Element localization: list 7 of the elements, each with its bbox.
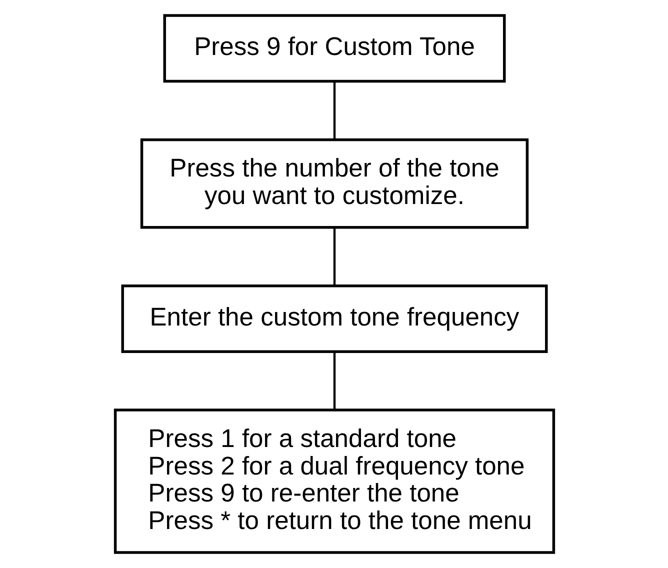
connector bbox=[332, 228, 336, 286]
node-box: Press 9 for Custom Tone bbox=[162, 14, 506, 83]
node-box: Press the number of the tone you want to customize. bbox=[140, 138, 528, 229]
connector bbox=[332, 82, 336, 140]
node-box: Enter the custom tone frequency bbox=[120, 284, 548, 353]
node-box: Press 1 for a standard tone Press 2 for a dual frequency tone Press 9 to re-enter the tone Press * to return to the tone menu bbox=[113, 408, 555, 554]
connector bbox=[332, 352, 336, 410]
